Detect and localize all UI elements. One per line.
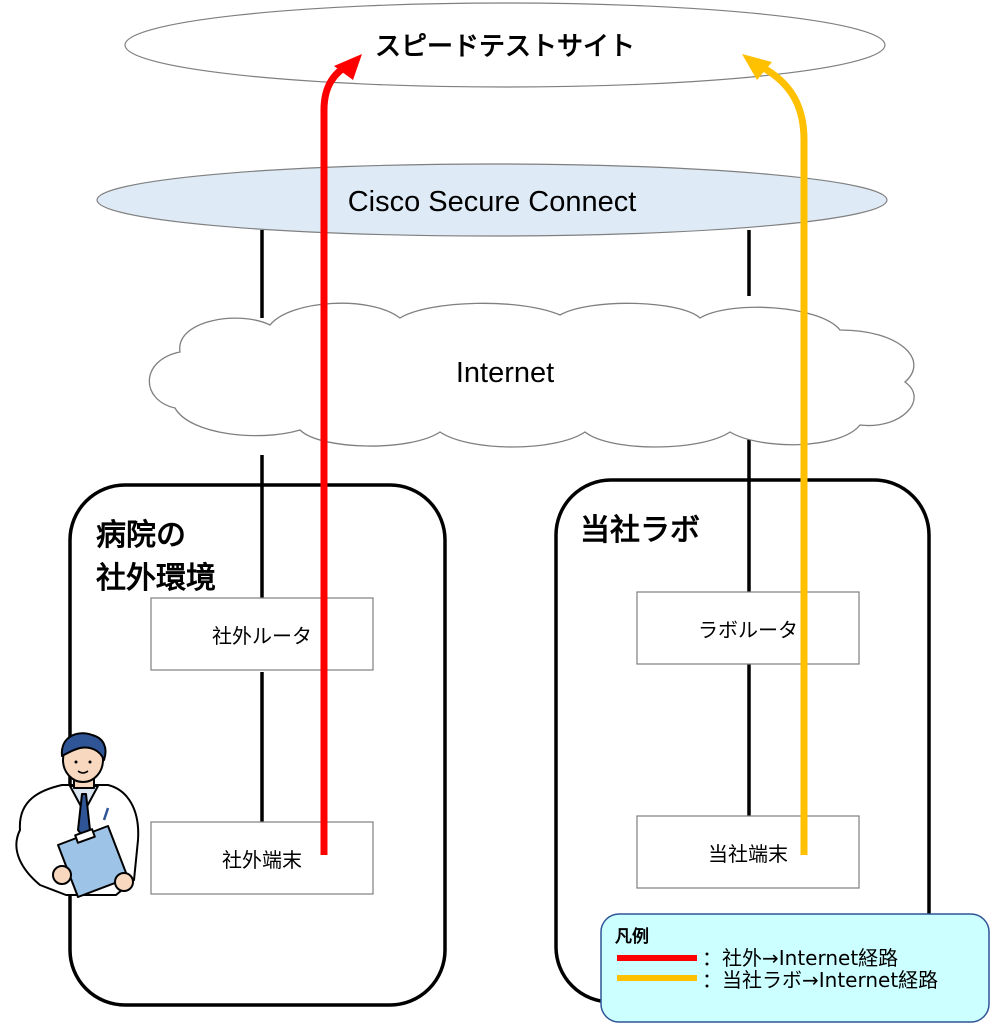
internet-cloud: Internet bbox=[148, 302, 915, 448]
speedtest-site: スピードテストサイト bbox=[124, 2, 886, 88]
secure-connect: Cisco Secure Connect bbox=[96, 163, 888, 237]
external-router-label: 社外ルータ bbox=[212, 624, 312, 648]
internet-label: Internet bbox=[456, 357, 554, 389]
legend-external-label: ：社外→Internet経路 bbox=[702, 946, 898, 970]
lab-router-label: ラボルータ bbox=[698, 618, 798, 642]
secure-connect-label: Cisco Secure Connect bbox=[348, 186, 637, 218]
lab-route-arrowhead bbox=[742, 54, 772, 80]
legend-lab-label: ：当社ラボ→Internet経路 bbox=[702, 968, 938, 992]
external-terminal: 社外端末 bbox=[150, 821, 374, 895]
lab-route-arrow bbox=[742, 54, 808, 855]
lab-terminal: 当社端末 bbox=[636, 815, 860, 889]
hospital-title-line1: 病院の bbox=[96, 518, 186, 553]
legend: 凡例 ：社外→Internet経路 ：当社ラボ→Internet経路 bbox=[600, 913, 990, 1023]
hospital-title-line2: 社外環境 bbox=[96, 561, 216, 596]
legend-title: 凡例 bbox=[615, 926, 649, 947]
lab-terminal-label: 当社端末 bbox=[708, 842, 788, 866]
lab-router: ラボルータ bbox=[636, 591, 860, 665]
hospital-environment: 病院の 社外環境 bbox=[68, 483, 447, 1007]
connection-lines bbox=[260, 230, 751, 822]
external-terminal-label: 社外端末 bbox=[222, 848, 302, 872]
external-route-arrow bbox=[320, 54, 362, 855]
speedtest-site-label: スピードテストサイト bbox=[375, 32, 635, 62]
lab-title: 当社ラボ bbox=[580, 513, 700, 548]
external-router: 社外ルータ bbox=[150, 597, 374, 671]
external-route-arrowhead bbox=[334, 54, 362, 80]
doctor-icon bbox=[15, 732, 140, 898]
